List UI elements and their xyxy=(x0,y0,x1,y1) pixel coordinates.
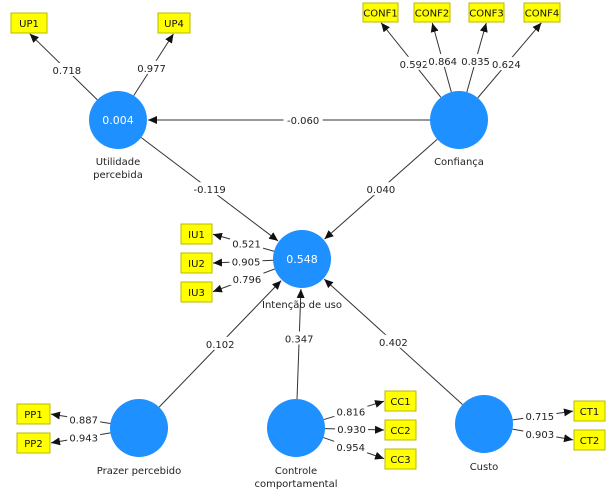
indicator-label-pp1: PP1 xyxy=(24,410,42,421)
indicator-label-up1: UP1 xyxy=(19,19,39,30)
construct-label-cc: comportamental xyxy=(254,479,337,490)
indicator-cc3[interactable] xyxy=(384,448,417,470)
construct-cc[interactable] xyxy=(267,399,325,457)
indicator-ct1[interactable] xyxy=(573,400,606,422)
construct-label-up: Utilidade xyxy=(96,157,141,168)
loading-ct1: 0.715 xyxy=(526,412,555,423)
indicator-label-iu2: IU2 xyxy=(188,259,205,270)
indicator-conf4[interactable] xyxy=(523,2,561,23)
loading-conf4-bg xyxy=(489,57,523,71)
indicator-label-cc3: CC3 xyxy=(390,455,410,466)
loading-conf1: 0.592 xyxy=(400,60,429,71)
construct-ct[interactable] xyxy=(455,395,513,453)
loading-conf3-bg xyxy=(459,53,493,67)
path-coefficient-cc-iu: 0.347 xyxy=(285,334,314,345)
loading-conf2-bg xyxy=(426,53,460,67)
indicator-label-conf2: CONF2 xyxy=(415,9,449,20)
path-coefficient-cc-iu-bg xyxy=(282,331,316,345)
loading-cc3: 0.954 xyxy=(336,443,365,454)
construct-up[interactable] xyxy=(89,91,147,149)
path-coefficient-conf-iu: 0.040 xyxy=(367,185,396,196)
path-coefficient-conf-up: -0.060 xyxy=(287,116,319,127)
loading-ct2: 0.903 xyxy=(525,430,554,441)
construct-label-pp: Prazer percebido xyxy=(97,466,181,477)
indicator-label-conf3: CONF3 xyxy=(469,9,503,20)
loading-pp1-bg xyxy=(67,412,101,426)
indicator-cc1[interactable] xyxy=(384,390,417,412)
loading-pp2: 0.943 xyxy=(69,433,98,444)
construct-label-up: percebida xyxy=(93,170,143,181)
path-coefficient-up-iu-bg xyxy=(190,182,230,196)
loading-iu1: 0.521 xyxy=(232,240,261,251)
indicator-cc2[interactable] xyxy=(384,419,417,441)
indicator-label-pp2: PP2 xyxy=(24,439,42,450)
construct-conf[interactable] xyxy=(430,91,488,149)
loading-iu1-bg xyxy=(230,236,264,250)
indicator-up1[interactable] xyxy=(10,12,48,34)
indicator-label-ct2: CT2 xyxy=(580,436,599,447)
indicator-label-cc2: CC2 xyxy=(390,426,410,437)
path-coefficient-up-iu: -0.119 xyxy=(193,185,225,196)
indicator-iu2[interactable] xyxy=(180,252,213,274)
loading-conf4: 0.624 xyxy=(492,60,521,71)
path-coefficient-ct-iu: 0.402 xyxy=(379,338,408,349)
loading-up4-bg xyxy=(135,60,169,74)
loading-iu3-bg xyxy=(230,272,264,286)
loading-cc1-bg xyxy=(334,404,368,418)
indicator-label-iu1: IU1 xyxy=(188,230,205,241)
indicator-label-conf4: CONF4 xyxy=(525,9,559,20)
r-squared-iu: 0.548 xyxy=(286,253,318,266)
indicator-iu1[interactable] xyxy=(180,223,213,245)
loading-up1: 0.718 xyxy=(53,66,82,77)
loading-iu3: 0.796 xyxy=(233,275,262,286)
indicator-up4[interactable] xyxy=(157,12,191,34)
indicator-iu3[interactable] xyxy=(180,281,213,303)
indicator-pp2[interactable] xyxy=(16,432,51,454)
construct-label-ct: Custo xyxy=(470,462,499,473)
construct-label-conf: Confiança xyxy=(434,157,484,168)
loading-iu2-bg xyxy=(229,254,263,268)
r-squared-up: 0.004 xyxy=(102,114,134,127)
loading-iu2: 0.905 xyxy=(232,257,261,268)
loading-ct1-bg xyxy=(523,408,557,422)
construct-label-cc: Controle xyxy=(275,466,317,477)
loading-ct2-bg xyxy=(523,426,557,440)
indicator-conf1[interactable] xyxy=(362,2,399,23)
indicator-label-iu3: IU3 xyxy=(188,288,205,299)
construct-label-iu: Intenção de uso xyxy=(262,300,342,311)
indicator-label-up4: UP4 xyxy=(164,19,184,30)
construct-pp[interactable] xyxy=(110,399,168,457)
indicator-ct2[interactable] xyxy=(573,429,606,451)
indicator-conf3[interactable] xyxy=(468,2,505,23)
path-coefficient-ct-iu-bg xyxy=(376,334,410,348)
path-coefficient-conf-iu-bg xyxy=(364,182,398,196)
loading-up4: 0.977 xyxy=(137,64,166,75)
loading-up1-bg xyxy=(50,63,84,77)
path-coefficient-pp-iu-bg xyxy=(203,336,237,350)
loading-pp2-bg xyxy=(67,430,101,444)
loading-conf1-bg xyxy=(397,56,431,70)
path-coefficient-pp-iu: 0.102 xyxy=(206,340,235,351)
loading-cc2-bg xyxy=(335,422,369,436)
indicator-label-cc1: CC1 xyxy=(390,397,410,408)
indicator-label-ct1: CT1 xyxy=(580,407,599,418)
loading-cc3-bg xyxy=(334,440,368,454)
loading-conf2: 0.864 xyxy=(428,57,457,68)
indicator-pp1[interactable] xyxy=(16,403,51,425)
loading-cc2: 0.930 xyxy=(337,425,366,436)
loading-cc1: 0.816 xyxy=(337,407,366,418)
construct-iu[interactable] xyxy=(273,230,331,288)
loading-conf3: 0.835 xyxy=(461,57,490,68)
path-coefficient-conf-up-bg xyxy=(283,113,323,126)
indicator-conf2[interactable] xyxy=(413,2,451,23)
indicator-label-conf1: CONF1 xyxy=(363,9,397,20)
loading-pp1: 0.887 xyxy=(69,415,98,426)
